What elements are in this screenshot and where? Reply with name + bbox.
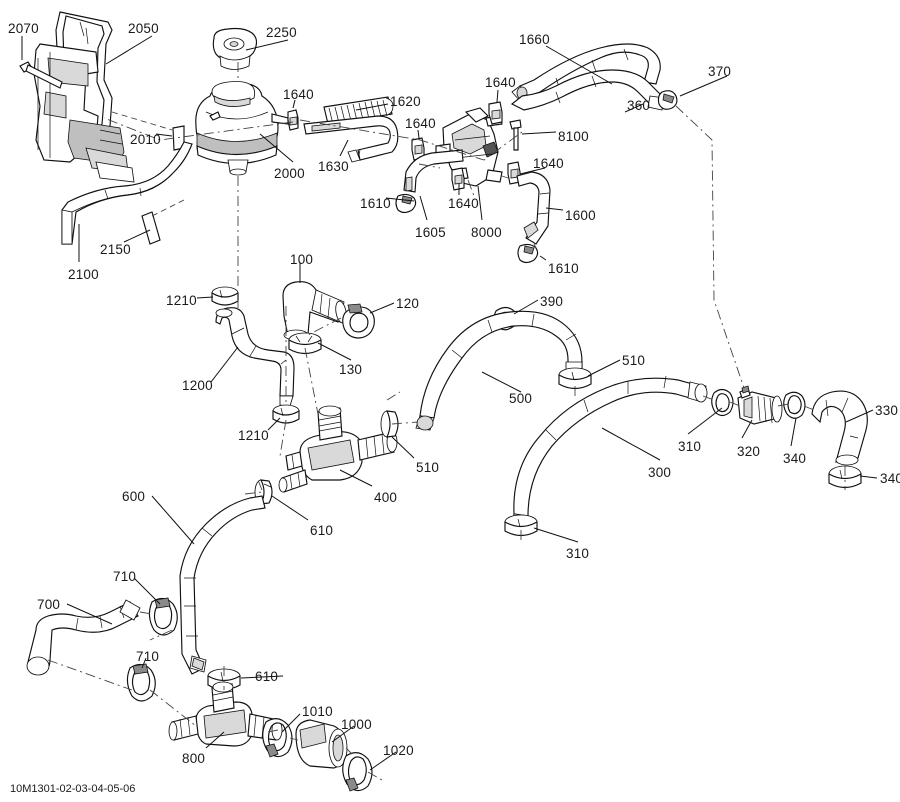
callout-400: 400: [374, 490, 398, 505]
part-2250-cap: [212, 27, 258, 70]
callout-1020: 1020: [383, 743, 414, 758]
leader-lines: [21, 35, 878, 771]
callout-2070: 2070: [8, 21, 39, 36]
part-1640-clamp-a: [287, 109, 299, 131]
callout-1210-b: 1210: [238, 428, 269, 443]
part-1010-clamp: [262, 718, 293, 758]
part-1605-hose: [403, 149, 464, 193]
callout-2000: 2000: [274, 166, 305, 181]
callout-1640-a: 1640: [283, 87, 314, 102]
callout-1640-b: 1640: [485, 75, 516, 90]
part-320-coupler: [737, 385, 783, 425]
part-2150-tab: [141, 211, 161, 245]
callout-2150: 2150: [100, 242, 131, 257]
callout-1200: 1200: [182, 378, 213, 393]
part-1640-clamp-d: [451, 167, 465, 191]
part-1000-hose: [295, 719, 348, 769]
callout-340-b: 340: [880, 471, 900, 486]
part-800-tee: [168, 681, 283, 747]
part-1210-ring-a: [211, 286, 239, 306]
alignment-dashes: [111, 111, 185, 217]
callout-310-a: 310: [678, 439, 702, 454]
part-2000-reservoir: [195, 81, 289, 176]
callout-710-a: 710: [113, 569, 137, 584]
callout-310-b: 310: [566, 546, 590, 561]
diagram-footer-code: 10M1301-02-03-04-05-06: [10, 783, 136, 795]
callout-2100: 2100: [68, 267, 99, 282]
callout-1010: 1010: [302, 704, 333, 719]
part-1620-bellows: [323, 96, 394, 125]
part-1630-hose: [303, 115, 399, 163]
callout-1620: 1620: [390, 94, 421, 109]
part-310-ring-b: [504, 514, 538, 537]
callout-390: 390: [540, 294, 564, 309]
callout-1600: 1600: [565, 208, 596, 223]
callout-1605: 1605: [415, 225, 446, 240]
callout-1210-a: 1210: [166, 293, 197, 308]
part-8000-housing: [435, 107, 503, 187]
part-500-hose: [415, 310, 583, 431]
callout-510-b: 510: [416, 460, 440, 475]
part-1020-clamp: [342, 752, 373, 792]
callout-120: 120: [396, 296, 420, 311]
callout-330: 330: [875, 403, 899, 418]
callout-300: 300: [648, 465, 672, 480]
callout-8100: 8100: [558, 129, 589, 144]
part-2070-bolt: [19, 61, 63, 89]
part-2010-housing: [33, 43, 135, 183]
part-710-ring-a: [148, 597, 178, 636]
part-130-ring: [288, 332, 322, 355]
callout-340-a: 340: [783, 451, 807, 466]
callout-610-a: 610: [310, 523, 334, 538]
callout-610-b: 610: [255, 669, 279, 684]
callout-1640-e: 1640: [448, 196, 479, 211]
part-1610-clamp-a: [395, 193, 417, 214]
part-510-ring-a: [558, 367, 592, 390]
callout-2010: 2010: [130, 132, 161, 147]
part-1200-hose: [215, 307, 295, 407]
callout-100: 100: [290, 252, 314, 267]
part-2100-hose: [61, 141, 193, 245]
part-710-ring-b: [126, 663, 156, 702]
callout-1610-a: 1610: [360, 196, 391, 211]
part-1610-clamp-b: [517, 243, 539, 264]
part-700-hose: [26, 599, 141, 676]
part-510-ring-b: [380, 410, 399, 438]
part-1600-hose: [516, 171, 551, 245]
part-600-hose: [179, 495, 266, 675]
callout-2050: 2050: [128, 21, 159, 36]
callout-1660: 1660: [519, 32, 550, 47]
callout-320: 320: [737, 444, 761, 459]
part-1640-clamp-b: [488, 101, 503, 125]
callout-370: 370: [708, 64, 732, 79]
callout-1000: 1000: [341, 717, 372, 732]
part-330-elbow: [811, 390, 868, 466]
part-340-clamp-a: [783, 391, 806, 419]
callout-1640-d: 1640: [533, 156, 564, 171]
part-8100-bolt: [509, 119, 522, 151]
callout-360: 360: [627, 98, 651, 113]
part-1210-ring-b: [272, 404, 300, 424]
part-370-clamp: [657, 90, 678, 110]
callout-800: 800: [182, 751, 206, 766]
part-120-clamp: [342, 303, 375, 339]
callout-600: 600: [122, 489, 146, 504]
callout-1610-b: 1610: [548, 261, 579, 276]
callout-1630: 1630: [318, 159, 349, 174]
callout-500: 500: [509, 391, 533, 406]
callout-510-a: 510: [622, 353, 646, 368]
callout-2250: 2250: [266, 25, 297, 40]
part-310-ring-a: [711, 388, 734, 417]
callout-710-b: 710: [136, 649, 160, 664]
callout-130: 130: [339, 362, 363, 377]
callout-1640-c: 1640: [405, 116, 436, 131]
assembly-axes: [47, 62, 846, 781]
callout-8000: 8000: [471, 225, 502, 240]
callout-700: 700: [37, 597, 61, 612]
